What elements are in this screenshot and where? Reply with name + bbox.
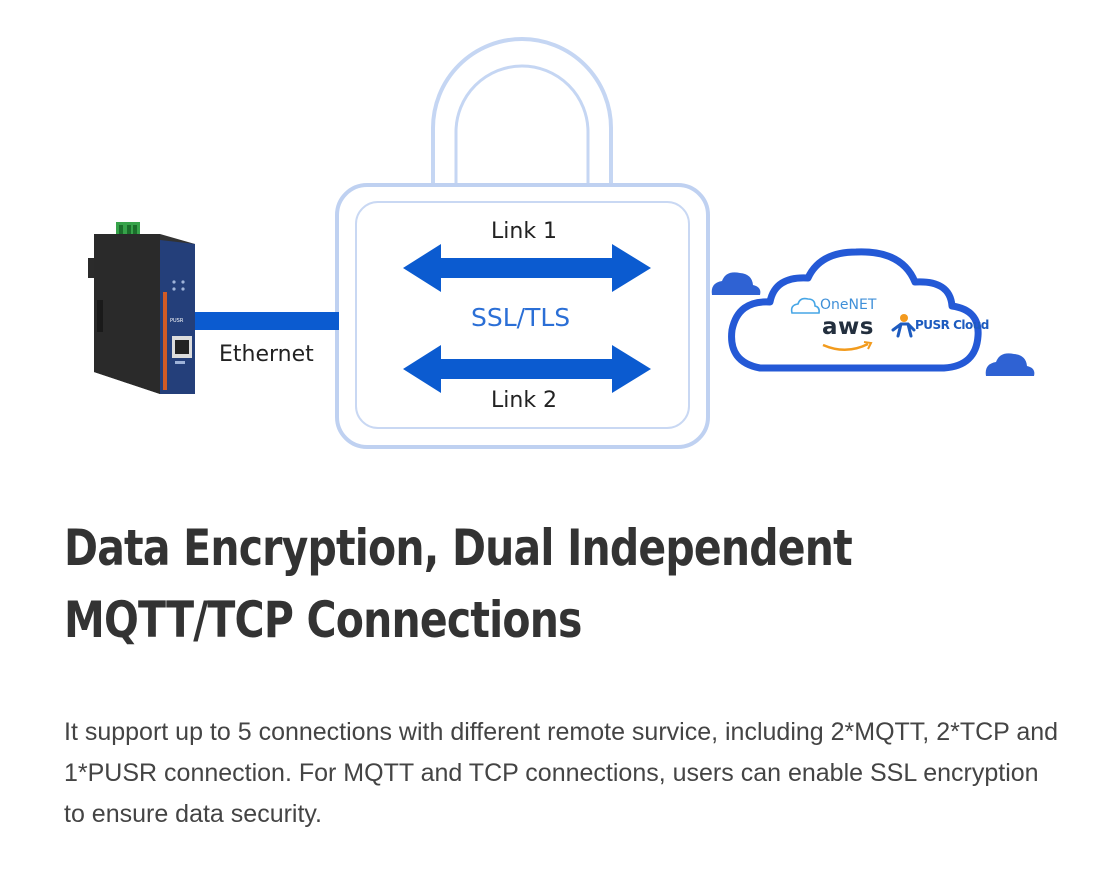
lock-shackle (431, 37, 613, 186)
pusr-cloud-logo-text: PUSR Cloud (915, 318, 989, 332)
link1-arrow (403, 244, 651, 292)
link1-label: Link 1 (491, 219, 558, 244)
section-title: Data Encryption, Dual Independent MQTT/T… (64, 519, 853, 649)
small-cloud-left (711, 272, 761, 295)
gateway-device (88, 222, 195, 394)
onenet-logo-text: OneNET (820, 297, 877, 313)
main-cloud (728, 248, 982, 372)
small-cloud-right (985, 353, 1035, 376)
ssl-tls-label: SSL/TLS (471, 303, 571, 332)
device-logo: PUSR (170, 318, 184, 324)
encryption-diagram: PUSR Link 1 SSL/TLS Link 2 Ethernet OneN… (88, 37, 1035, 449)
lock-shackle-inner (454, 64, 590, 186)
ethernet-label: Ethernet (219, 342, 314, 367)
link2-label: Link 2 (491, 388, 558, 413)
onenet-cloud-icon (790, 297, 820, 314)
section-description: It support up to 5 connections with diff… (64, 718, 1059, 828)
ethernet-cable (192, 312, 339, 330)
aws-smile (822, 342, 869, 351)
pusr-person-icon (891, 314, 916, 338)
diagram-graphics: PUSR (88, 37, 1035, 449)
link2-arrow (403, 345, 651, 393)
aws-logo-text: aws (822, 314, 874, 340)
aws-smile-tip (863, 341, 873, 350)
